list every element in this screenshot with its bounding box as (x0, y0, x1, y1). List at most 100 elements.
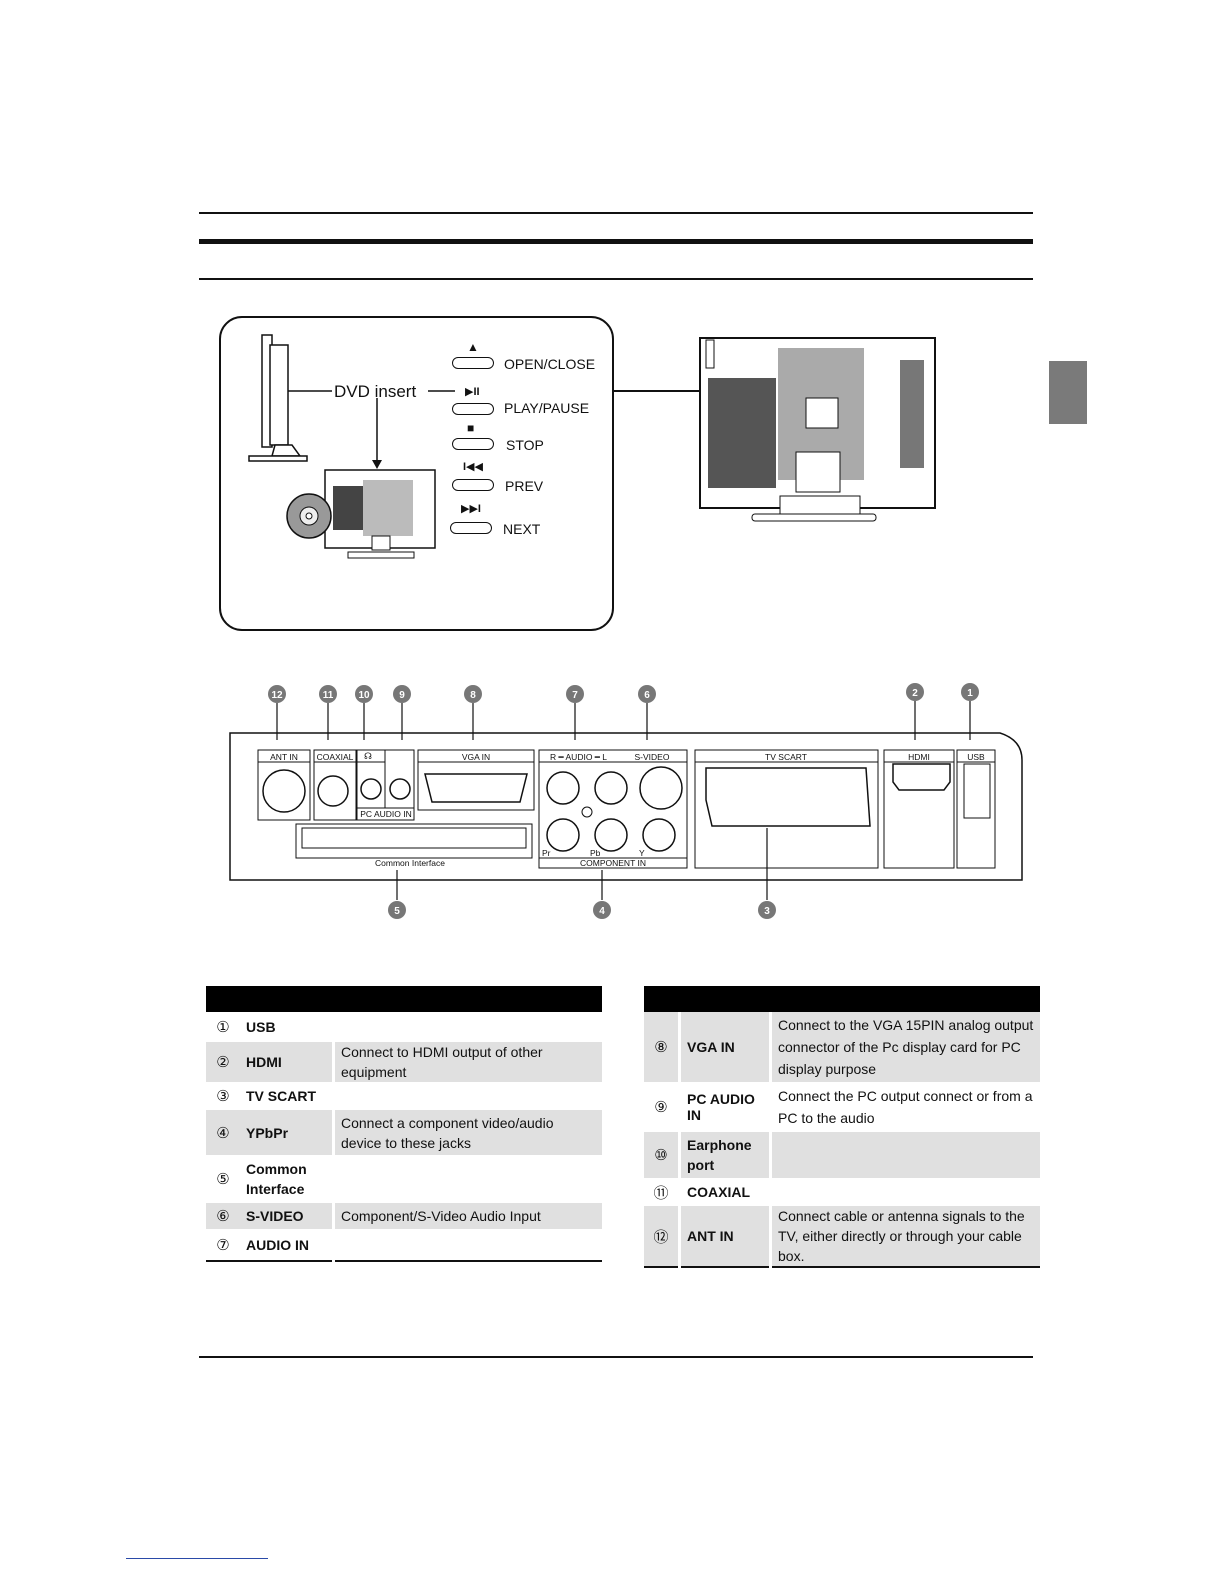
row-number: ② (206, 1042, 240, 1082)
callout-9 (393, 685, 411, 703)
next-label: NEXT (503, 521, 541, 537)
footer-rule (199, 1356, 1033, 1358)
table-row: ⑤ Common Interface (206, 1155, 602, 1203)
eject-icon: ▲ (467, 340, 479, 354)
row-number: ⑨ (654, 1099, 668, 1116)
table-row: ④ YPbPr Connect a component video/audio … (206, 1110, 602, 1155)
callout-1 (961, 683, 979, 701)
ant-in-label: ANT IN (270, 752, 298, 762)
svg-text:1: 1 (967, 688, 973, 699)
stop-label: STOP (506, 437, 544, 453)
y-label: Y (639, 848, 645, 858)
table-row: ⑥ S-VIDEO Component/S-Video Audio Input (206, 1203, 602, 1229)
coaxial-label: COAXIAL (317, 752, 354, 762)
row-name: VGA IN (678, 1012, 771, 1082)
usb-label: USB (967, 752, 985, 762)
table-row: ⑪ COAXIAL (644, 1178, 1040, 1206)
footer-link-underline (126, 1558, 268, 1559)
svg-text:5: 5 (394, 906, 400, 917)
row-number: ③ (216, 1088, 230, 1105)
tv-rear-small (286, 469, 436, 559)
row-number: ④ (206, 1110, 240, 1155)
row-number: ⑧ (644, 1012, 680, 1082)
row-desc (332, 1082, 602, 1110)
stop-icon: ■ (467, 421, 475, 435)
svg-text:7: 7 (572, 690, 578, 701)
row-desc (769, 1178, 1040, 1206)
row-desc: Connect the PC output connect or from a … (769, 1082, 1040, 1132)
table-row: ⑩ Earphone port (644, 1132, 1040, 1178)
next-icon: ▶▶I (461, 503, 481, 515)
earphone-icon: ☊ (364, 751, 372, 761)
tv-side-view (248, 334, 308, 462)
svg-text:9: 9 (399, 690, 405, 701)
pb-label: Pb (590, 848, 601, 858)
button-panel-box (219, 316, 614, 631)
callout-8 (464, 685, 482, 703)
svg-text:3: 3 (764, 906, 770, 917)
svg-text:11: 11 (323, 690, 334, 701)
vga-in-label: VGA IN (462, 752, 490, 762)
connector-panel-diagram: ☊ (229, 683, 1023, 919)
section-tab (1049, 361, 1087, 424)
connector-table-right: ⑧ VGA IN Connect to the VGA 15PIN analog… (644, 986, 1040, 1268)
row-desc (332, 1155, 602, 1203)
hdmi-label: HDMI (908, 752, 930, 762)
table-row: ⑦ AUDIO IN (206, 1229, 602, 1262)
row-desc (332, 1012, 602, 1042)
pc-audio-in-label: PC AUDIO IN (360, 809, 411, 819)
svg-text:6: 6 (644, 690, 650, 701)
row-name: ANT IN (678, 1206, 771, 1268)
svg-text:4: 4 (599, 906, 605, 917)
row-desc: Connect cable or antenna signals to the … (769, 1206, 1040, 1268)
table-header (206, 986, 602, 1012)
row-number: ⑦ (206, 1229, 240, 1262)
row-name: Common Interface (246, 1161, 307, 1197)
header-rule-top (199, 212, 1033, 214)
play-pause-label: PLAY/PAUSE (504, 400, 590, 416)
s-video-label: S-VIDEO (635, 752, 670, 762)
callout-2 (906, 683, 924, 701)
callout-12 (268, 685, 286, 703)
row-number: ⑥ (206, 1203, 240, 1229)
row-desc: Component/S-Video Audio Input (332, 1203, 602, 1229)
row-number: ⑩ (644, 1132, 680, 1178)
row-number: ① (216, 1019, 230, 1036)
row-desc: Connect to HDMI output of other equipmen… (332, 1042, 602, 1082)
callout-4 (593, 901, 611, 919)
table-header (644, 986, 1040, 1012)
callout-3 (758, 901, 776, 919)
row-name: HDMI (240, 1042, 334, 1082)
row-name: AUDIO IN (240, 1229, 334, 1262)
row-desc: Connect a component video/audio device t… (332, 1110, 602, 1155)
tv-rear-large (699, 337, 936, 522)
callout-11 (319, 685, 337, 703)
header-rule-thick (199, 239, 1033, 244)
callout-10 (355, 685, 373, 703)
audio-label: R ━ AUDIO ━ L (550, 752, 607, 762)
play-pause-icon: ▶II (465, 386, 480, 398)
row-name: Earphone port (678, 1132, 771, 1178)
table-row: ⑧ VGA IN Connect to the VGA 15PIN analog… (644, 1012, 1040, 1082)
callout-7 (566, 685, 584, 703)
row-desc (332, 1229, 602, 1262)
row-number: ⑤ (216, 1171, 230, 1188)
table-row: ⑨ PC AUDIO IN Connect the PC output conn… (644, 1082, 1040, 1132)
open-close-label: OPEN/CLOSE (504, 356, 596, 372)
callout-5 (388, 901, 406, 919)
table-row: ② HDMI Connect to HDMI output of other e… (206, 1042, 602, 1082)
dvd-insert-label: DVD insert (334, 382, 416, 401)
prev-icon: I◀◀ (463, 461, 483, 473)
row-number: ⑫ (644, 1206, 680, 1268)
common-interface-label: Common Interface (375, 858, 445, 868)
prev-label: PREV (505, 478, 544, 494)
row-name: YPbPr (240, 1110, 334, 1155)
row-name: USB (246, 1019, 276, 1035)
row-number: ⑪ (653, 1184, 669, 1202)
component-in-label: COMPONENT IN (580, 858, 646, 868)
svg-text:2: 2 (912, 688, 918, 699)
row-name: COAXIAL (678, 1178, 771, 1206)
tv-illustration: DVD insert (219, 316, 936, 631)
pr-label: Pr (542, 848, 551, 858)
row-name: TV SCART (246, 1088, 316, 1104)
